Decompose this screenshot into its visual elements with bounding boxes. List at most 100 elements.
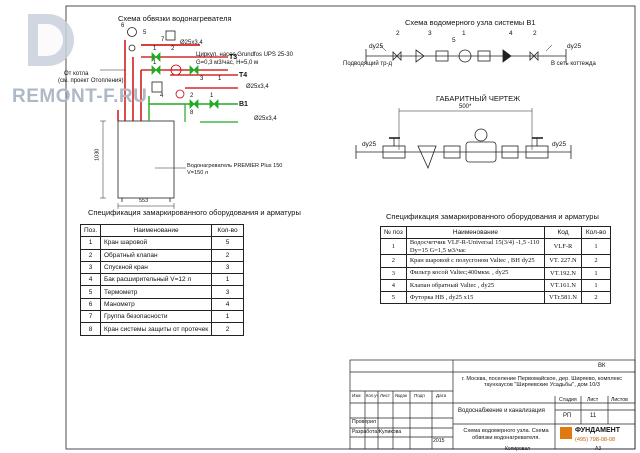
spec-cell: 3 <box>80 260 101 275</box>
spec-header-cell: Наименование <box>99 223 213 238</box>
tb-sheets-header: Листов <box>611 397 628 403</box>
pos-number: 1 <box>153 60 157 66</box>
t3-label: T3 <box>229 54 238 61</box>
spec-cell: 1 <box>211 310 244 324</box>
tb-checked: Проверил <box>352 419 376 425</box>
meter-dy-right: dy25 <box>567 43 582 50</box>
b1-label: B1 <box>239 101 248 108</box>
meter-scheme-title: Схема водомерного узла системы В1 <box>405 18 536 27</box>
spec-cell: 4 <box>80 273 101 287</box>
valve-2 <box>189 65 199 75</box>
spec-cell: 6 <box>80 297 101 312</box>
pipe-mid-label: Ø25х3,4 <box>246 84 269 90</box>
spec-cell: Кран шаровой <box>99 236 213 250</box>
meter-pos-number: 4 <box>509 30 513 37</box>
tb-year: 2015 <box>433 438 445 444</box>
spec-cell: Кран шаровой с полусгоном Valtec , ВН dy… <box>405 254 546 268</box>
spec-header-cell: № поз <box>380 225 407 240</box>
water-meter-symbol <box>458 49 472 63</box>
spec-right-header: № поз Наименование Код Кол-во <box>380 225 611 240</box>
spec-cell: 5 <box>80 285 101 299</box>
spec-cell: 7 <box>80 310 101 324</box>
tb-sheet: 11 <box>590 413 597 419</box>
spec-cell: 8 <box>80 322 101 336</box>
tb-section: Водоснабжение и канализация <box>458 408 545 414</box>
tb-copied: Копировал <box>505 446 531 452</box>
spec-cell: VT. 227.N <box>544 254 582 268</box>
spec-cell: Манометр <box>99 297 213 312</box>
meter-futorka-left <box>435 50 449 62</box>
title-block-frame <box>349 359 636 450</box>
watermark-brand: REMONT-F.RU <box>12 86 148 107</box>
spec-cell: 2 <box>80 248 101 262</box>
spec-cell: 3 <box>211 260 244 275</box>
pos-number: 1 <box>153 46 157 52</box>
tb-stage: РП <box>563 413 572 419</box>
from-boiler-note: (см. проект Отопления) <box>58 78 124 84</box>
meter-filter <box>415 49 425 63</box>
spec-cell: VT.192.N <box>544 266 582 280</box>
tb-col: Дата <box>436 393 447 398</box>
tb-sheet-header: Лист <box>587 397 599 403</box>
pos-number: 3 <box>200 76 204 82</box>
overall-drawing <box>355 108 572 170</box>
pos-number: 5 <box>143 30 147 36</box>
spec-cell: 5 <box>380 291 407 305</box>
spec-cell: 2 <box>380 254 407 268</box>
overall-title: ГАБАРИТНЫЙ ЧЕРТЕЖ <box>436 94 521 103</box>
tb-address: г. Москва, поселение Первомайское, дер. … <box>461 376 623 389</box>
spec-cell: Бак расширительный V=12 л <box>99 273 213 287</box>
meter-pos-number: 5 <box>452 37 456 44</box>
dim-height: 1030 <box>94 148 101 161</box>
spec-right-title: Спецификация замаркированного оборудован… <box>386 212 599 221</box>
from-boiler-label: От котла <box>64 71 89 77</box>
spec-cell: 4 <box>380 278 407 293</box>
tb-code: ВК <box>598 363 606 369</box>
meter-pos-number: 2 <box>533 30 537 37</box>
spec-header-cell: Код <box>544 225 582 240</box>
valve-1 <box>151 65 161 75</box>
expansion-tank <box>151 81 163 93</box>
overall-dy-left: dy25 <box>362 141 377 148</box>
pos-number: 6 <box>121 23 125 29</box>
heater-label: Водонагреватель PREMIER Plus 150 <box>187 163 283 169</box>
heater-volume: V=150 л <box>187 170 209 176</box>
pos-number: 1 <box>218 76 222 82</box>
spec-cell: 2 <box>211 322 244 336</box>
valve-3 <box>151 52 161 62</box>
tb-col: Лист <box>380 393 390 398</box>
tb-format: А3 <box>595 446 602 452</box>
meter-dy-left: dy25 <box>369 43 384 50</box>
spec-cell: Фильтр косой Valtec;400мкм. , dy25 <box>405 266 546 280</box>
overall-dim: 500* <box>459 104 472 110</box>
pos-number: 1 <box>210 93 214 99</box>
spec-cell: 3 <box>211 285 244 299</box>
tb-developed: Разработал <box>352 429 381 435</box>
spec-cell: 1 <box>211 273 244 287</box>
tb-col: №док <box>395 393 408 398</box>
meter-pos-number: 1 <box>462 30 466 37</box>
pipe-bot-label: Ø25х3,4 <box>254 116 277 122</box>
spec-cell: VLF-R <box>544 238 582 256</box>
safety-group <box>165 30 176 41</box>
spec-cell: 1 <box>380 238 407 256</box>
spec-cell: Футорка НВ , dy25 x15 <box>405 291 546 305</box>
heater-scheme-title: Схема обвязки водонагревателя <box>118 14 232 23</box>
spec-cell: 2 <box>581 254 611 268</box>
pipe-top-label: Ø25х3,4 <box>180 40 203 46</box>
spec-cell: Водосчетчик VLF-R-Universal 15(3/4) -1,5… <box>405 238 546 256</box>
circulation-pump-symbol <box>170 64 182 76</box>
spec-cell: 1 <box>581 278 611 293</box>
pos-number: 2 <box>171 46 175 52</box>
